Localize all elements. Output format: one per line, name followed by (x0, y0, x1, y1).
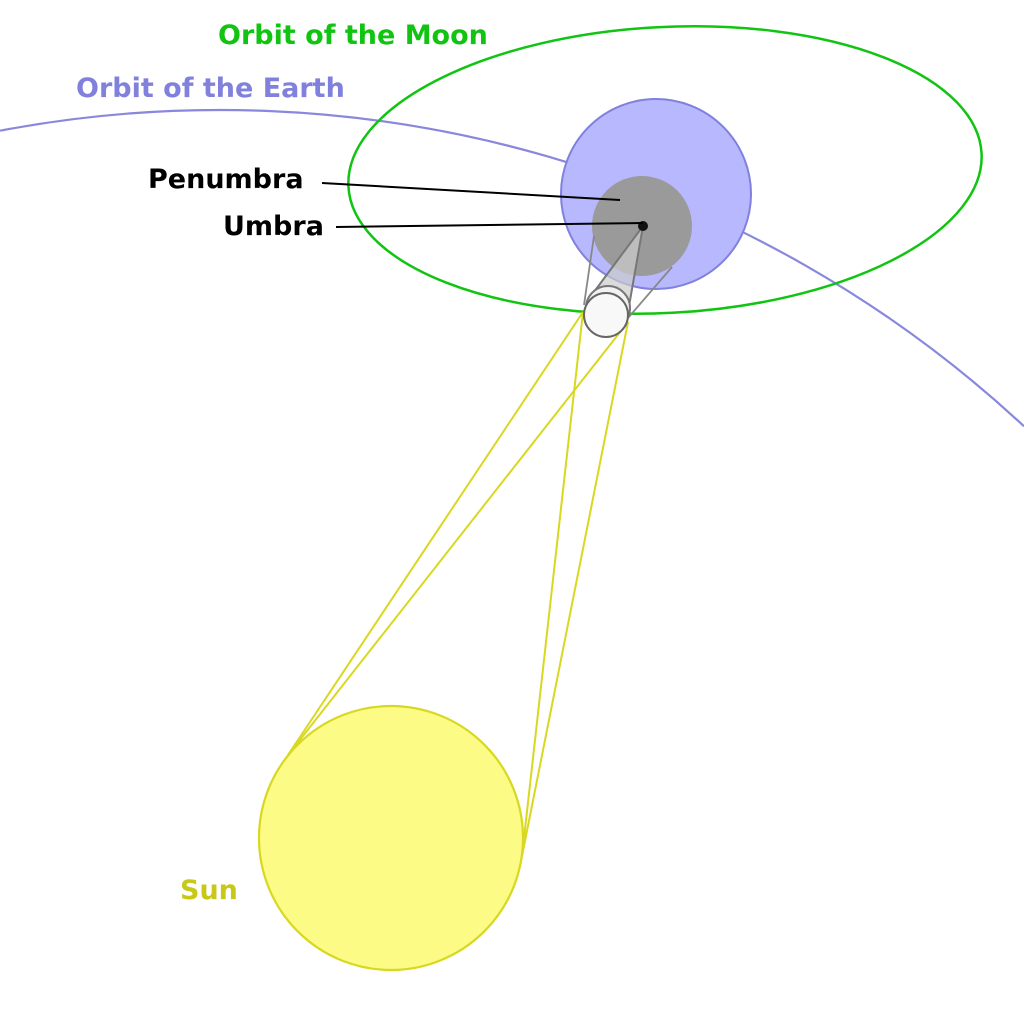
moon-orbit (347, 24, 983, 316)
sun-ray (521, 311, 584, 857)
earth-orbit-label: Orbit of the Earth (76, 73, 345, 104)
moon-orbit-label: Orbit of the Moon (218, 20, 488, 51)
sun-ray (521, 321, 629, 857)
umbra-label: Umbra (223, 211, 324, 242)
penumbra-line-right (627, 266, 673, 319)
sun-label: Sun (180, 875, 238, 906)
penumbra-label: Penumbra (148, 164, 304, 195)
penumbra-line-left (583, 235, 595, 306)
moon (583, 292, 629, 338)
sun (257, 704, 525, 972)
umbra-pointer (335, 222, 644, 228)
earth-orbit (0, 108, 1024, 428)
sun-ray (287, 321, 629, 756)
sunlight-rays (287, 311, 629, 857)
penumbra-pointer (321, 182, 621, 201)
sun-ray (287, 311, 584, 756)
